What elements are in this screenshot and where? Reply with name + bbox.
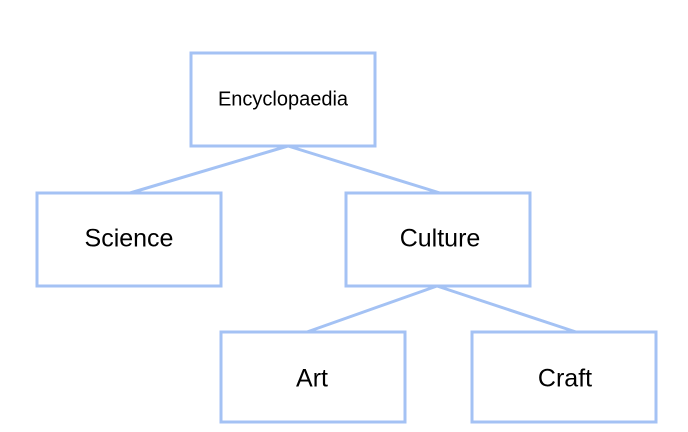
- node-label-science: Science: [85, 225, 174, 253]
- edge-culture-art: [306, 284, 438, 334]
- node-science: Science: [35, 191, 223, 288]
- edge-encyclopaedia-culture: [287, 144, 441, 195]
- node-label-art: Art: [296, 365, 328, 393]
- node-label-craft: Craft: [538, 365, 592, 393]
- node-label-encyclopaedia: Encyclopaedia: [218, 88, 349, 110]
- node-encyclopaedia: Encyclopaedia: [189, 51, 377, 148]
- node-craft: Craft: [470, 330, 658, 424]
- node-culture: Culture: [344, 191, 532, 288]
- edge-culture-craft: [436, 284, 577, 334]
- edge-encyclopaedia-science: [129, 144, 289, 195]
- node-label-culture: Culture: [400, 225, 481, 253]
- node-art: Art: [219, 330, 407, 424]
